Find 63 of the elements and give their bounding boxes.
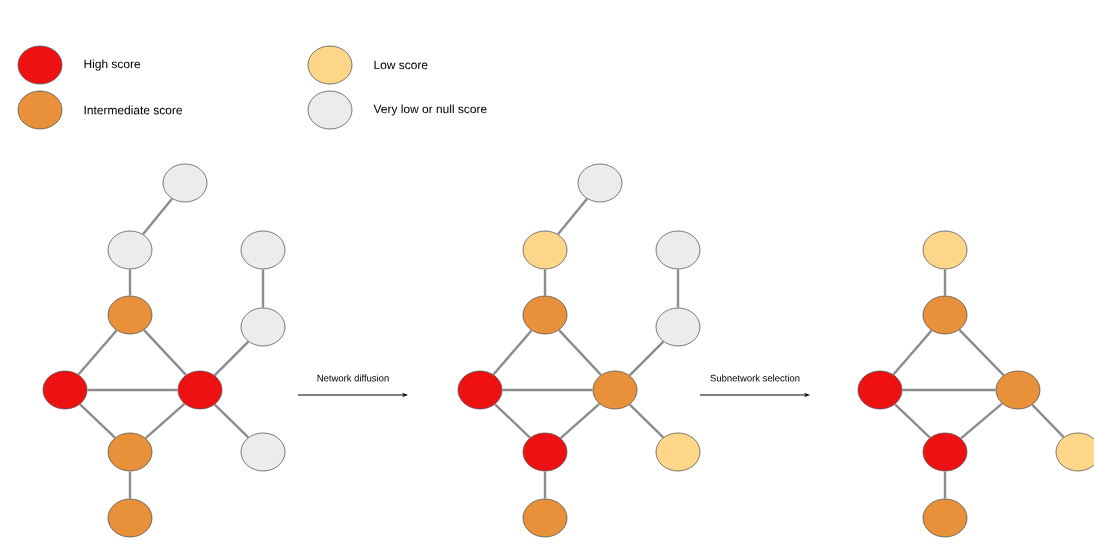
network-link [543, 471, 547, 499]
legend-label: Intermediate score [84, 105, 182, 115]
network-link [213, 340, 250, 377]
network-link [894, 403, 931, 439]
network-node [522, 230, 568, 270]
network-link [902, 388, 996, 392]
arrow-label: Subnetwork selection [710, 374, 800, 382]
network-link [77, 329, 118, 376]
network-link [87, 388, 178, 392]
arrow-label: Network diffusion [317, 374, 389, 382]
network-node [162, 163, 208, 203]
network-link [128, 269, 132, 296]
network-link [628, 340, 665, 377]
network-link [143, 329, 187, 376]
network-node [655, 307, 701, 347]
network-node [922, 498, 968, 538]
network-link [142, 198, 173, 235]
network-node [457, 370, 503, 410]
network-link [128, 471, 132, 499]
network-node [107, 432, 153, 472]
network-node [922, 432, 968, 472]
network-node [995, 370, 1041, 410]
network-link [943, 471, 947, 499]
network-node [42, 370, 88, 410]
network-node [240, 230, 286, 270]
network-node [240, 307, 286, 347]
network-node [655, 230, 701, 270]
network-link [79, 403, 116, 439]
network-link [1031, 404, 1065, 438]
network-link [502, 388, 593, 392]
network-node [655, 432, 701, 472]
network-node [592, 370, 638, 410]
network-link [557, 198, 588, 235]
legend-label: High score [84, 59, 141, 71]
network-link [213, 403, 250, 439]
network-link [492, 329, 533, 376]
network-node [922, 295, 968, 335]
network-link [543, 269, 547, 296]
legend-label: Low score [374, 60, 428, 70]
network-node [1055, 432, 1094, 472]
network-link [494, 403, 531, 439]
network-node [522, 498, 568, 538]
network-node [857, 370, 903, 410]
network-link [559, 402, 601, 439]
network-link [958, 329, 1005, 376]
network-link [261, 269, 265, 308]
network-link [676, 269, 680, 308]
network-node [240, 432, 286, 472]
network-node [577, 163, 623, 203]
network-link [960, 402, 1003, 440]
network-node [177, 370, 223, 410]
network-link [628, 403, 665, 439]
network-node [107, 295, 153, 335]
network-node [922, 230, 968, 270]
network-node [522, 432, 568, 472]
legend-label: Very low or null score [373, 104, 487, 116]
network-link [144, 402, 186, 439]
network-node [107, 230, 153, 270]
network-link [892, 329, 933, 376]
network-link [943, 269, 947, 296]
network-node [522, 295, 568, 335]
network-link [558, 329, 602, 376]
network-node [107, 498, 153, 538]
